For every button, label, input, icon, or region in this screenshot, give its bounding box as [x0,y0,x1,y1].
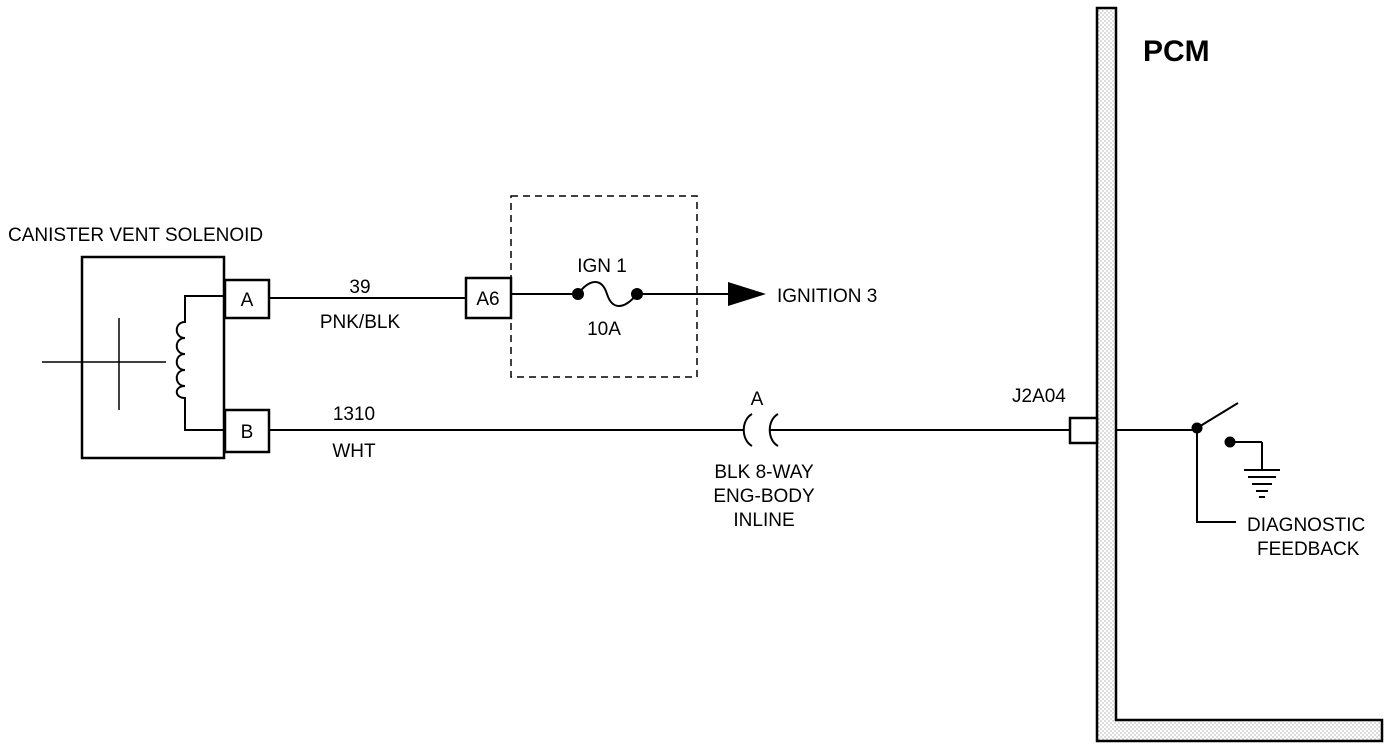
pcm-housing [1095,6,1384,743]
wire-1310-color: WHT [332,441,376,462]
fuse-block: A6 IGN 1 10A IGNITION 3 [464,195,877,378]
pcm-terminal-box [1068,416,1099,445]
fuse-rating: 10A [587,319,621,340]
pcm-title: PCM [1143,35,1210,68]
inline-connector-left [742,413,753,447]
diagnostic-feedback-lead [1196,428,1236,523]
fuse-name: IGN 1 [577,256,627,277]
fuse-block-pin: A6 [476,289,499,310]
wire-39: 39 PNK/BLK [269,277,466,333]
fuse-block-pin-box [464,276,513,320]
inline-connector-line1: BLK 8-WAY [714,462,814,483]
solenoid-title: CANISTER VENT SOLENOID [8,225,263,246]
wire-1310: 1310 WHT A BLK 8-WAY ENG-BODY INLINE [269,389,1070,531]
wire-1310-circuit: 1310 [333,404,375,425]
fuse-block-outline [510,195,698,378]
solenoid-pin-b: B [241,422,254,443]
ignition-feed-label: IGNITION 3 [777,286,877,307]
pcm-terminal-label: J2A04 [1012,386,1066,407]
fuse-element [577,281,638,307]
canister-vent-solenoid: CANISTER VENT SOLENOID A B [8,225,271,460]
inline-connector-line3: INLINE [733,510,794,531]
inline-connector-pin: A [751,389,764,410]
ground-icon [1244,469,1280,498]
wire-39-color: PNK/BLK [320,312,401,333]
diagnostic-feedback-line2: FEEDBACK [1257,539,1360,560]
pcm: PCM J2A04 DIAGNOSTIC FEEDBACK [1012,6,1384,743]
inline-connector-line2: ENG-BODY [713,486,815,507]
solenoid-coil [175,295,225,431]
diagnostic-feedback-line1: DIAGNOSTIC [1247,515,1365,536]
switch-blade [1196,402,1239,429]
solenoid-body [80,255,226,460]
inline-connector-right [768,413,779,447]
solenoid-pin-b-box [223,408,271,454]
ignition-feed-arrow [728,282,766,306]
solenoid-pin-a: A [241,290,254,311]
solenoid-pin-a-box [223,278,271,320]
wire-39-circuit: 39 [349,277,370,298]
